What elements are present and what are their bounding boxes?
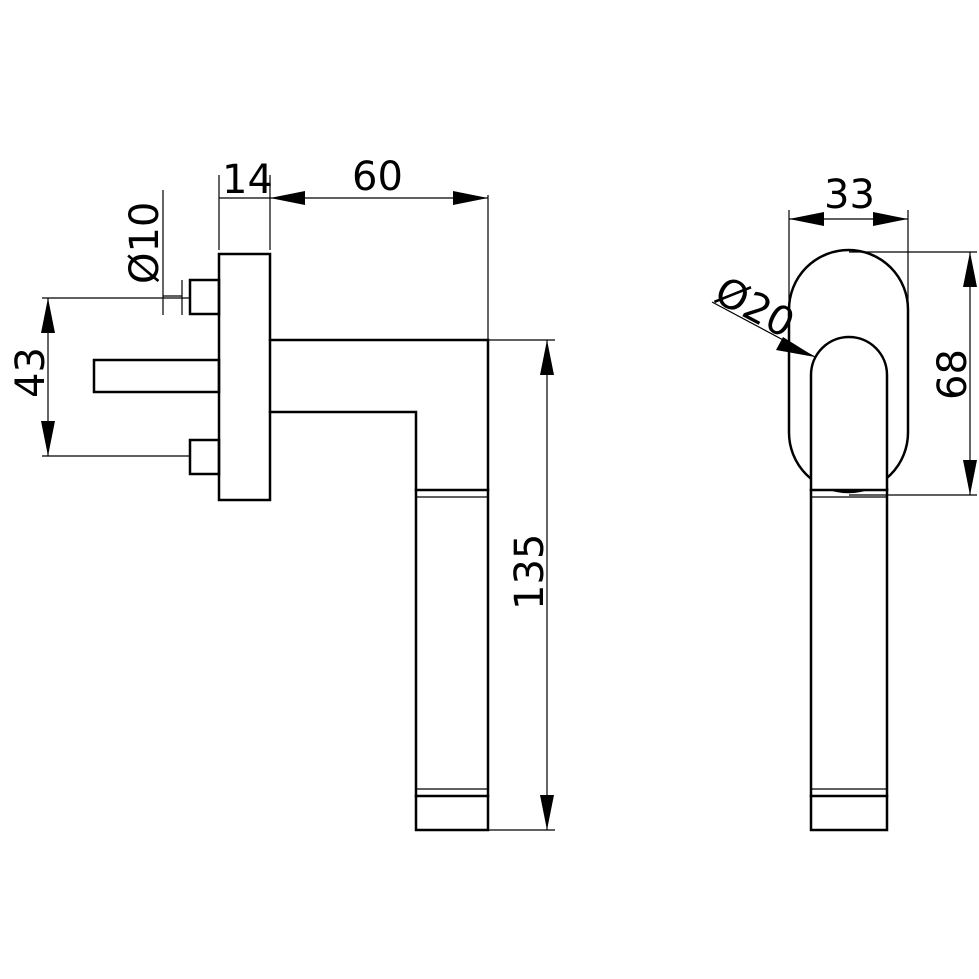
arrow-135-top — [540, 340, 554, 375]
side-view: 14 60 Ø10 43 135 — [8, 154, 555, 832]
grip-body — [809, 488, 889, 832]
dim-label-43: 43 — [8, 347, 54, 398]
dim-label-135: 135 — [507, 534, 553, 610]
dim-label-14: 14 — [222, 157, 273, 203]
dim-label-33: 33 — [824, 172, 875, 218]
lower-pin — [188, 438, 221, 476]
arrow-68-bottom — [963, 460, 977, 495]
arrow-33-right — [873, 212, 908, 226]
arrow-33-left — [789, 212, 824, 226]
arrow-68-top — [963, 252, 977, 287]
arrow-60-left — [270, 191, 305, 205]
dim-label-68: 68 — [930, 349, 976, 400]
dim-label-d20: Ø20 — [707, 268, 801, 347]
base-plate — [217, 252, 272, 502]
arrow-60-right — [453, 191, 488, 205]
dim-label-60: 60 — [352, 154, 403, 200]
arrow-d20 — [776, 337, 815, 357]
rose-plate — [787, 248, 910, 494]
arrow-43-bottom — [41, 421, 55, 456]
dim-label-d10: Ø10 — [122, 202, 168, 284]
arrow-43-top — [41, 298, 55, 333]
spindle — [92, 358, 221, 394]
upper-pin — [188, 278, 221, 316]
front-view: 33 68 Ø20 — [707, 172, 977, 832]
arrow-135-bottom — [540, 795, 554, 830]
neck — [809, 335, 889, 490]
lever-arm — [268, 338, 490, 832]
